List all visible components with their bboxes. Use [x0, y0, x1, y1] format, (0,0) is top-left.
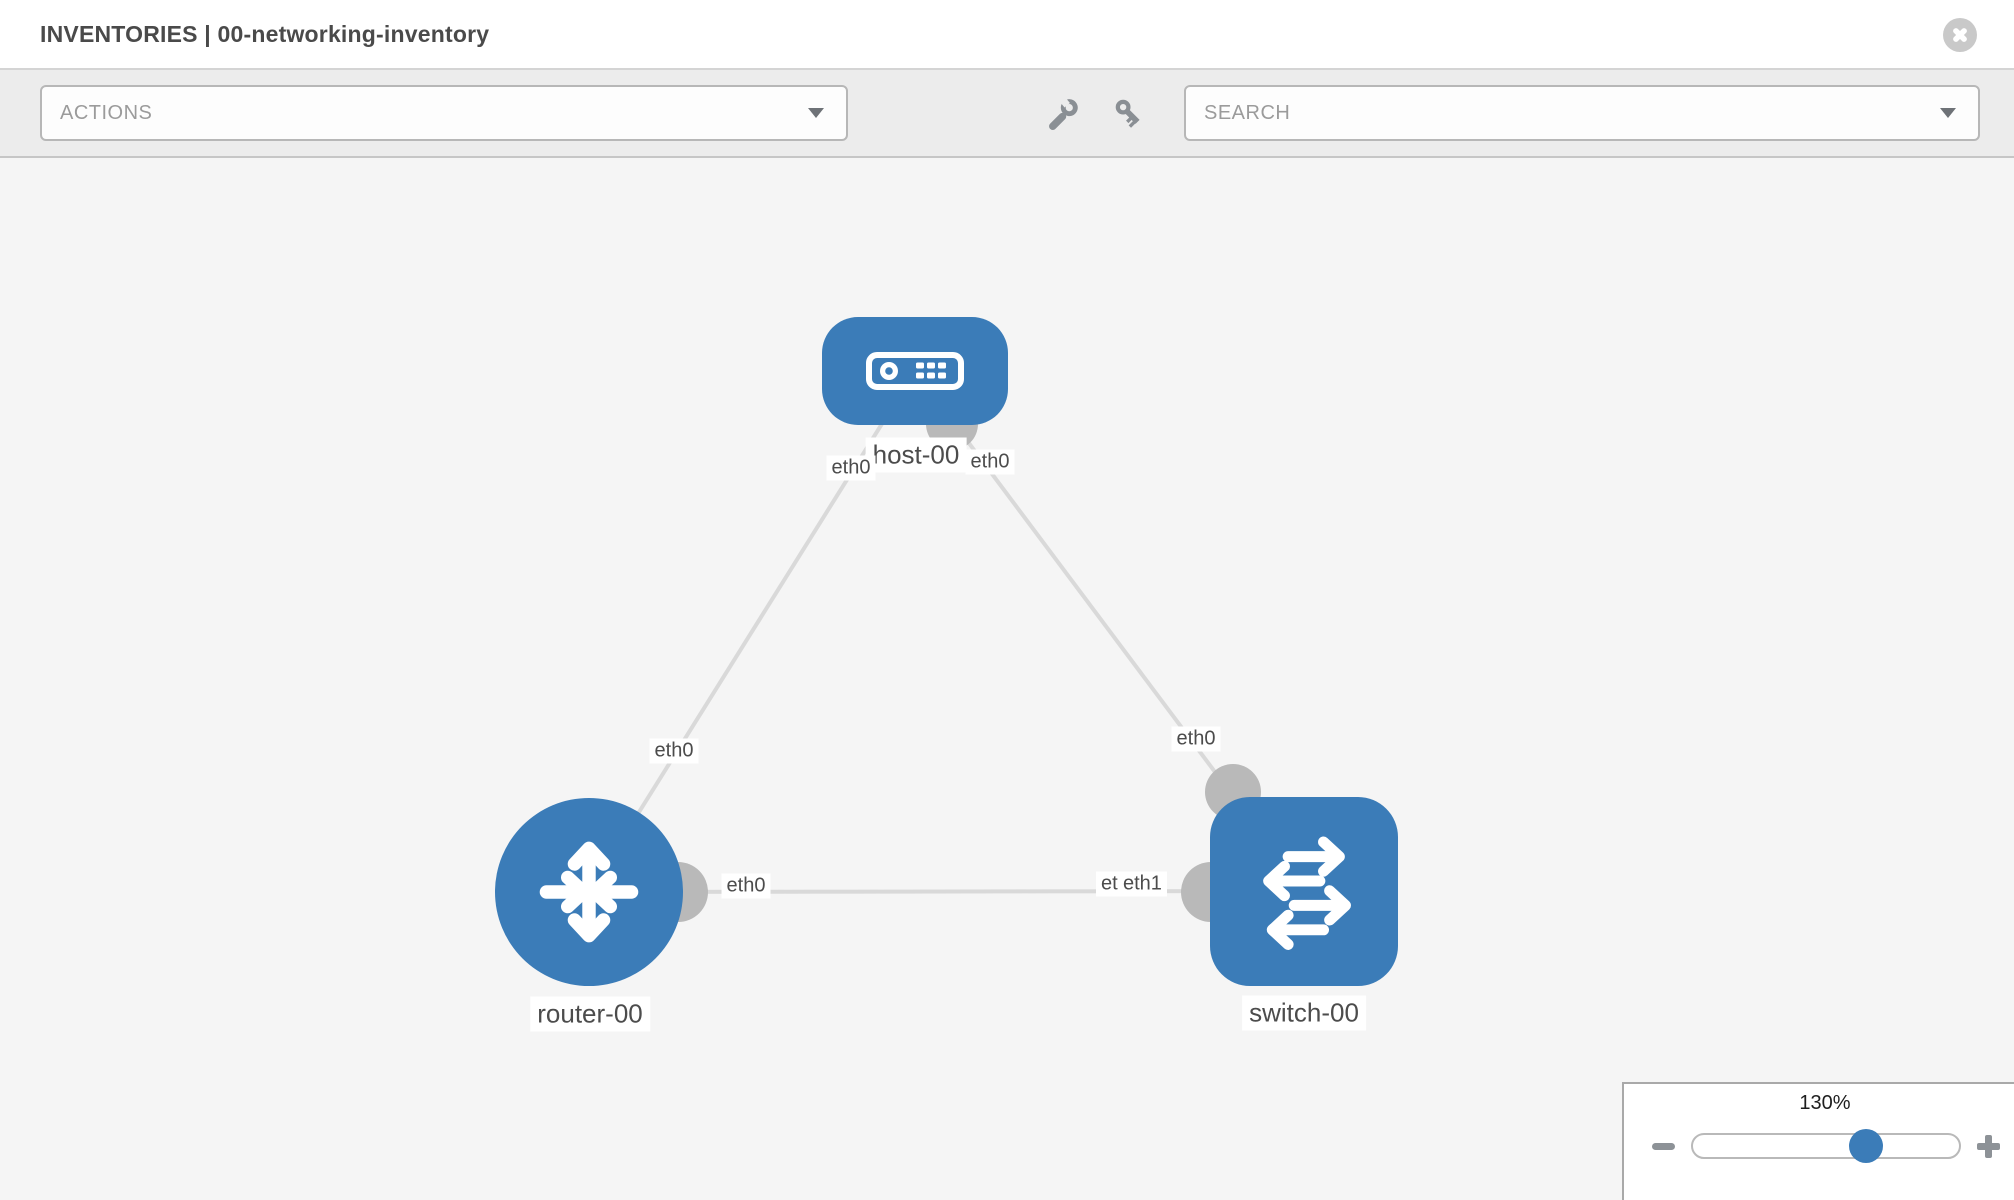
actions-dropdown[interactable]: ACTIONS [40, 85, 848, 141]
interface-label-router-eth0-right: eth0 [721, 873, 771, 899]
zoom-level-label: 130% [1799, 1092, 1851, 1114]
router-icon [539, 841, 639, 943]
interface-label-switch-eth1: eth1 [1118, 871, 1167, 897]
host-icon [866, 352, 964, 390]
topology-canvas[interactable]: host-00 router-00 switch-00 eth0 eth0 et… [0, 158, 2014, 1200]
node-label-host: host-00 [865, 437, 967, 473]
interface-label-router-eth0-top: eth0 [649, 738, 699, 764]
page-title: INVENTORIES | 00-networking-inventory [40, 21, 490, 47]
zoom-slider-handle[interactable] [1849, 1129, 1883, 1163]
key-icon [1115, 99, 1140, 128]
node-switch-00[interactable] [1210, 797, 1398, 986]
node-label-router: router-00 [530, 996, 650, 1032]
zoom-panel: 130% [1622, 1082, 2014, 1200]
interface-label-switch-eth0-top: eth0 [1171, 726, 1221, 752]
search-dropdown-label: SEARCH [1204, 101, 1291, 124]
actions-dropdown-label: ACTIONS [60, 101, 153, 124]
close-button[interactable] [1943, 18, 1977, 52]
node-host-00[interactable] [822, 317, 1008, 425]
zoom-in-button[interactable] [1977, 1134, 2000, 1158]
chevron-down-icon [808, 108, 824, 118]
node-router-00[interactable] [495, 798, 683, 986]
toolbar: ACTIONS SEARCH [0, 70, 2014, 158]
interface-label-host-eth0-left: eth0 [826, 455, 876, 481]
interface-label-host-eth0-right: eth0 [965, 449, 1015, 475]
node-label-switch: switch-00 [1242, 995, 1366, 1031]
zoom-slider[interactable] [1691, 1129, 1961, 1163]
wrench-icon [1049, 95, 1078, 130]
close-icon [1943, 18, 1977, 52]
switch-icon [1263, 835, 1351, 950]
header: INVENTORIES | 00-networking-inventory [0, 0, 2014, 70]
chevron-down-icon [1940, 108, 1956, 118]
zoom-controls [1624, 1128, 2014, 1164]
manage-groups-button[interactable] [1046, 95, 1082, 132]
zoom-out-button[interactable] [1652, 1142, 1675, 1150]
credentials-button[interactable] [1112, 96, 1148, 132]
search-dropdown[interactable]: SEARCH [1184, 85, 1980, 141]
